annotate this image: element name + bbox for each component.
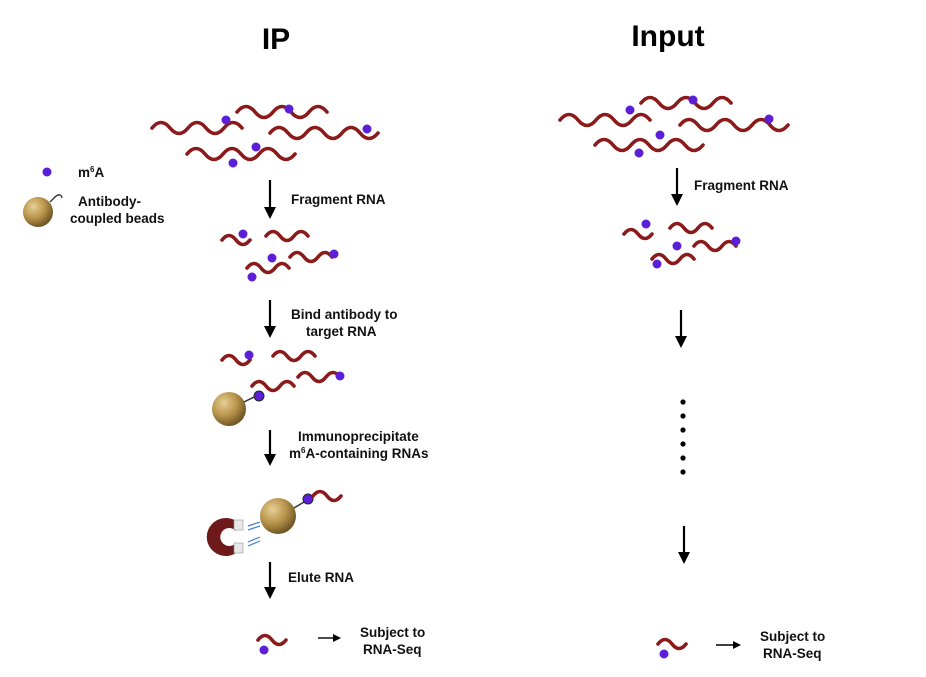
ip-subject-label-line1: Subject to [360, 625, 425, 640]
input-arrow-2 [675, 310, 687, 348]
legend-bead-icon [23, 194, 63, 227]
ip-arrow-fragment [264, 180, 276, 219]
ip-step-fragment-label: Fragment RNA [291, 192, 386, 207]
ip-step-elute-label: Elute RNA [288, 570, 354, 585]
input-full-rna-cluster [558, 95, 790, 158]
magnetic-field-icon [247, 521, 261, 547]
input-fragment-cluster [622, 219, 741, 269]
ip-bead-pulled [260, 498, 296, 534]
input-subject-label-line2: RNA-Seq [763, 646, 822, 661]
ip-fragment-cluster [220, 229, 339, 282]
ip-eluted-rna [256, 633, 288, 655]
legend-m6a-label: m6A [78, 165, 104, 180]
input-step-fragment-label: Fragment RNA [694, 178, 789, 193]
ip-bead [212, 392, 246, 426]
ip-arrow-to-seq [318, 634, 341, 642]
input-final-rna [656, 637, 688, 659]
ip-arrow-immunoprecipitate [264, 430, 276, 466]
ip-column-title: IP [262, 23, 290, 56]
ip-full-rna-cluster [150, 104, 380, 168]
legend: m6A Antibody- coupled beads [23, 165, 165, 227]
input-column-title: Input [631, 20, 704, 53]
legend-m6a-dot [42, 167, 52, 177]
input-ellipsis-dots [680, 399, 686, 475]
ip-subject-label-line2: RNA-Seq [363, 642, 422, 657]
ip-step-immuno-label-line2: m6A-containing RNAs [289, 446, 428, 461]
input-subject-label-line1: Subject to [760, 629, 825, 644]
ip-step-bind-label-line1: Bind antibody to [291, 307, 397, 322]
legend-beads-label-line2: coupled beads [70, 211, 165, 226]
ip-bound-complex [212, 349, 345, 426]
ip-arrow-bind [264, 300, 276, 338]
ip-arrow-elute [264, 562, 276, 599]
input-arrow-3 [678, 526, 690, 564]
ip-step-immuno-label-line1: Immunoprecipitate [298, 429, 419, 444]
ip-magnet-pulldown [206, 489, 343, 556]
ip-step-bind-label-line2: target RNA [306, 324, 377, 339]
magnet-icon [206, 518, 244, 556]
input-arrow-fragment [671, 168, 683, 206]
input-arrow-to-seq [716, 641, 741, 649]
legend-beads-label-line1: Antibody- [78, 194, 141, 209]
